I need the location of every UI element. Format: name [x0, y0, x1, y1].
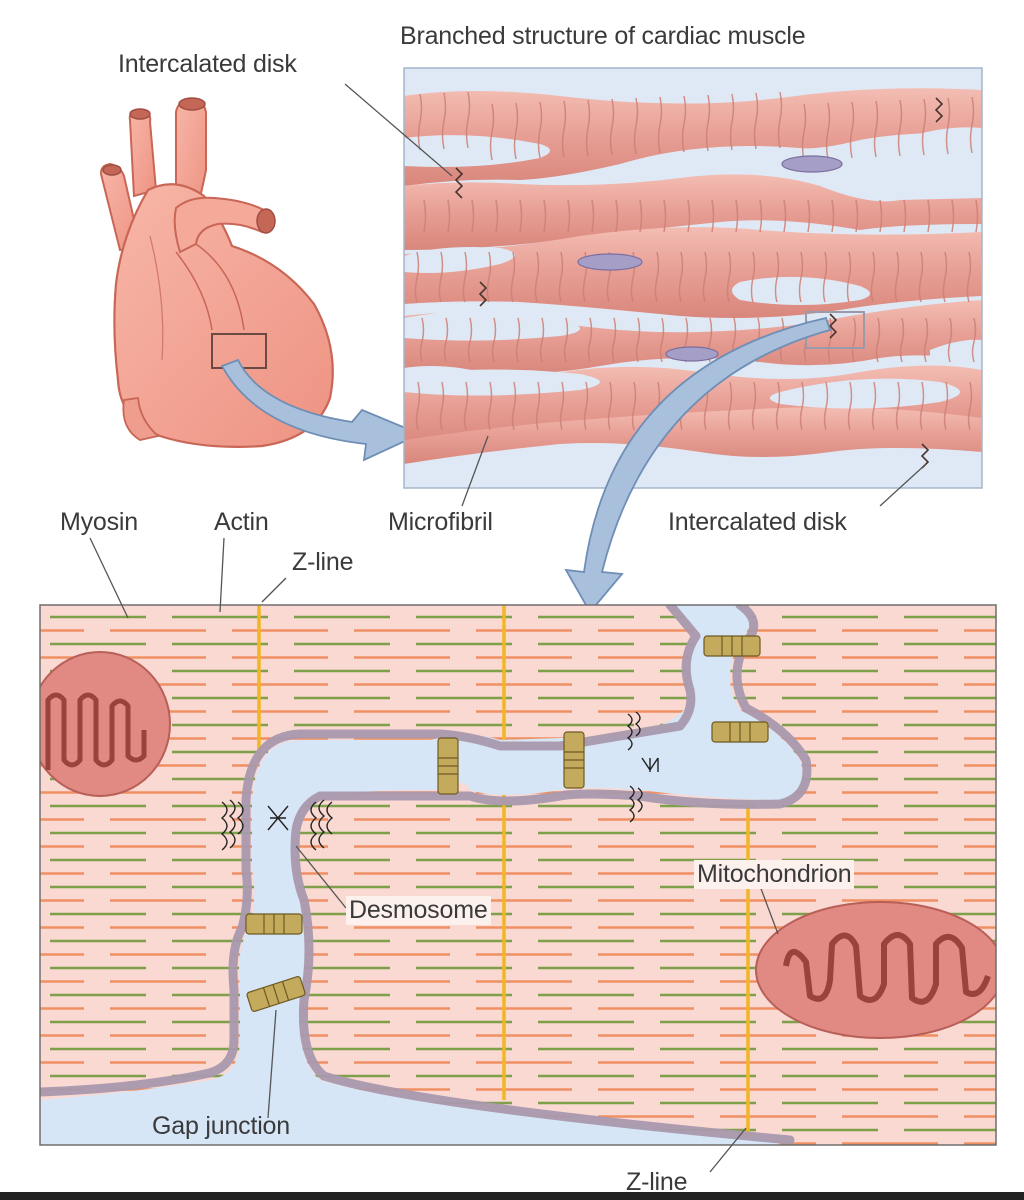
fiber-striation [870, 100, 883, 431]
fiber-striation [606, 98, 619, 431]
sarcomere-detail-panel [39, 604, 997, 1146]
fiber-striation [942, 97, 955, 431]
fiber-striation [846, 101, 859, 431]
fiber-striation [438, 92, 451, 431]
fiber-striation [510, 102, 523, 431]
heart-illustration [100, 97, 334, 448]
actin-label: Actin [214, 508, 269, 536]
fiber-striation [654, 96, 667, 431]
fiber-striation [582, 99, 595, 431]
fiber-striation [894, 99, 907, 431]
fiber-striation [486, 103, 499, 431]
myosin-label: Myosin [60, 508, 138, 536]
fiber-striation [918, 98, 931, 431]
desmosome-label: Desmosome [346, 896, 491, 925]
gap-junction-label: Gap junction [152, 1112, 290, 1140]
mitochondrion-left [40, 651, 171, 797]
fiber-striation [726, 93, 739, 431]
fiber-striation [630, 97, 643, 431]
arrow-heart-to-fiber [220, 358, 423, 462]
fiber-striation [798, 103, 811, 431]
microfibril-label: Microfibril [388, 508, 493, 536]
z-line-label-bottom: Z-line [626, 1168, 688, 1196]
bottom-border [0, 1192, 1024, 1200]
arrow-fiber-to-detail [564, 316, 832, 614]
fiber-striation [966, 96, 979, 431]
mitochondrion-label: Mitochondrion [694, 860, 855, 889]
fiber-striation [414, 93, 427, 431]
fiber-striation [534, 101, 547, 431]
z-line-label-top: Z-line [292, 548, 354, 576]
branched-fiber-panel [403, 67, 983, 489]
fiber-striation [678, 95, 691, 431]
fiber-striation [774, 91, 787, 431]
fiber-striation [822, 102, 835, 431]
mitochondrion-right [755, 901, 996, 1039]
intercalated-disk-label-top: Intercalated disk [118, 50, 297, 78]
leader-lines-top [344, 83, 927, 507]
fiber-striation [702, 94, 715, 431]
leader-lines-bottom [89, 537, 779, 1173]
title-label: Branched structure of cardiac muscle [400, 22, 806, 50]
fiber-striation [462, 91, 475, 431]
fiber-striation [558, 100, 571, 431]
fiber-striation [750, 92, 763, 431]
intercalated-disk-label-right: Intercalated disk [668, 508, 847, 536]
